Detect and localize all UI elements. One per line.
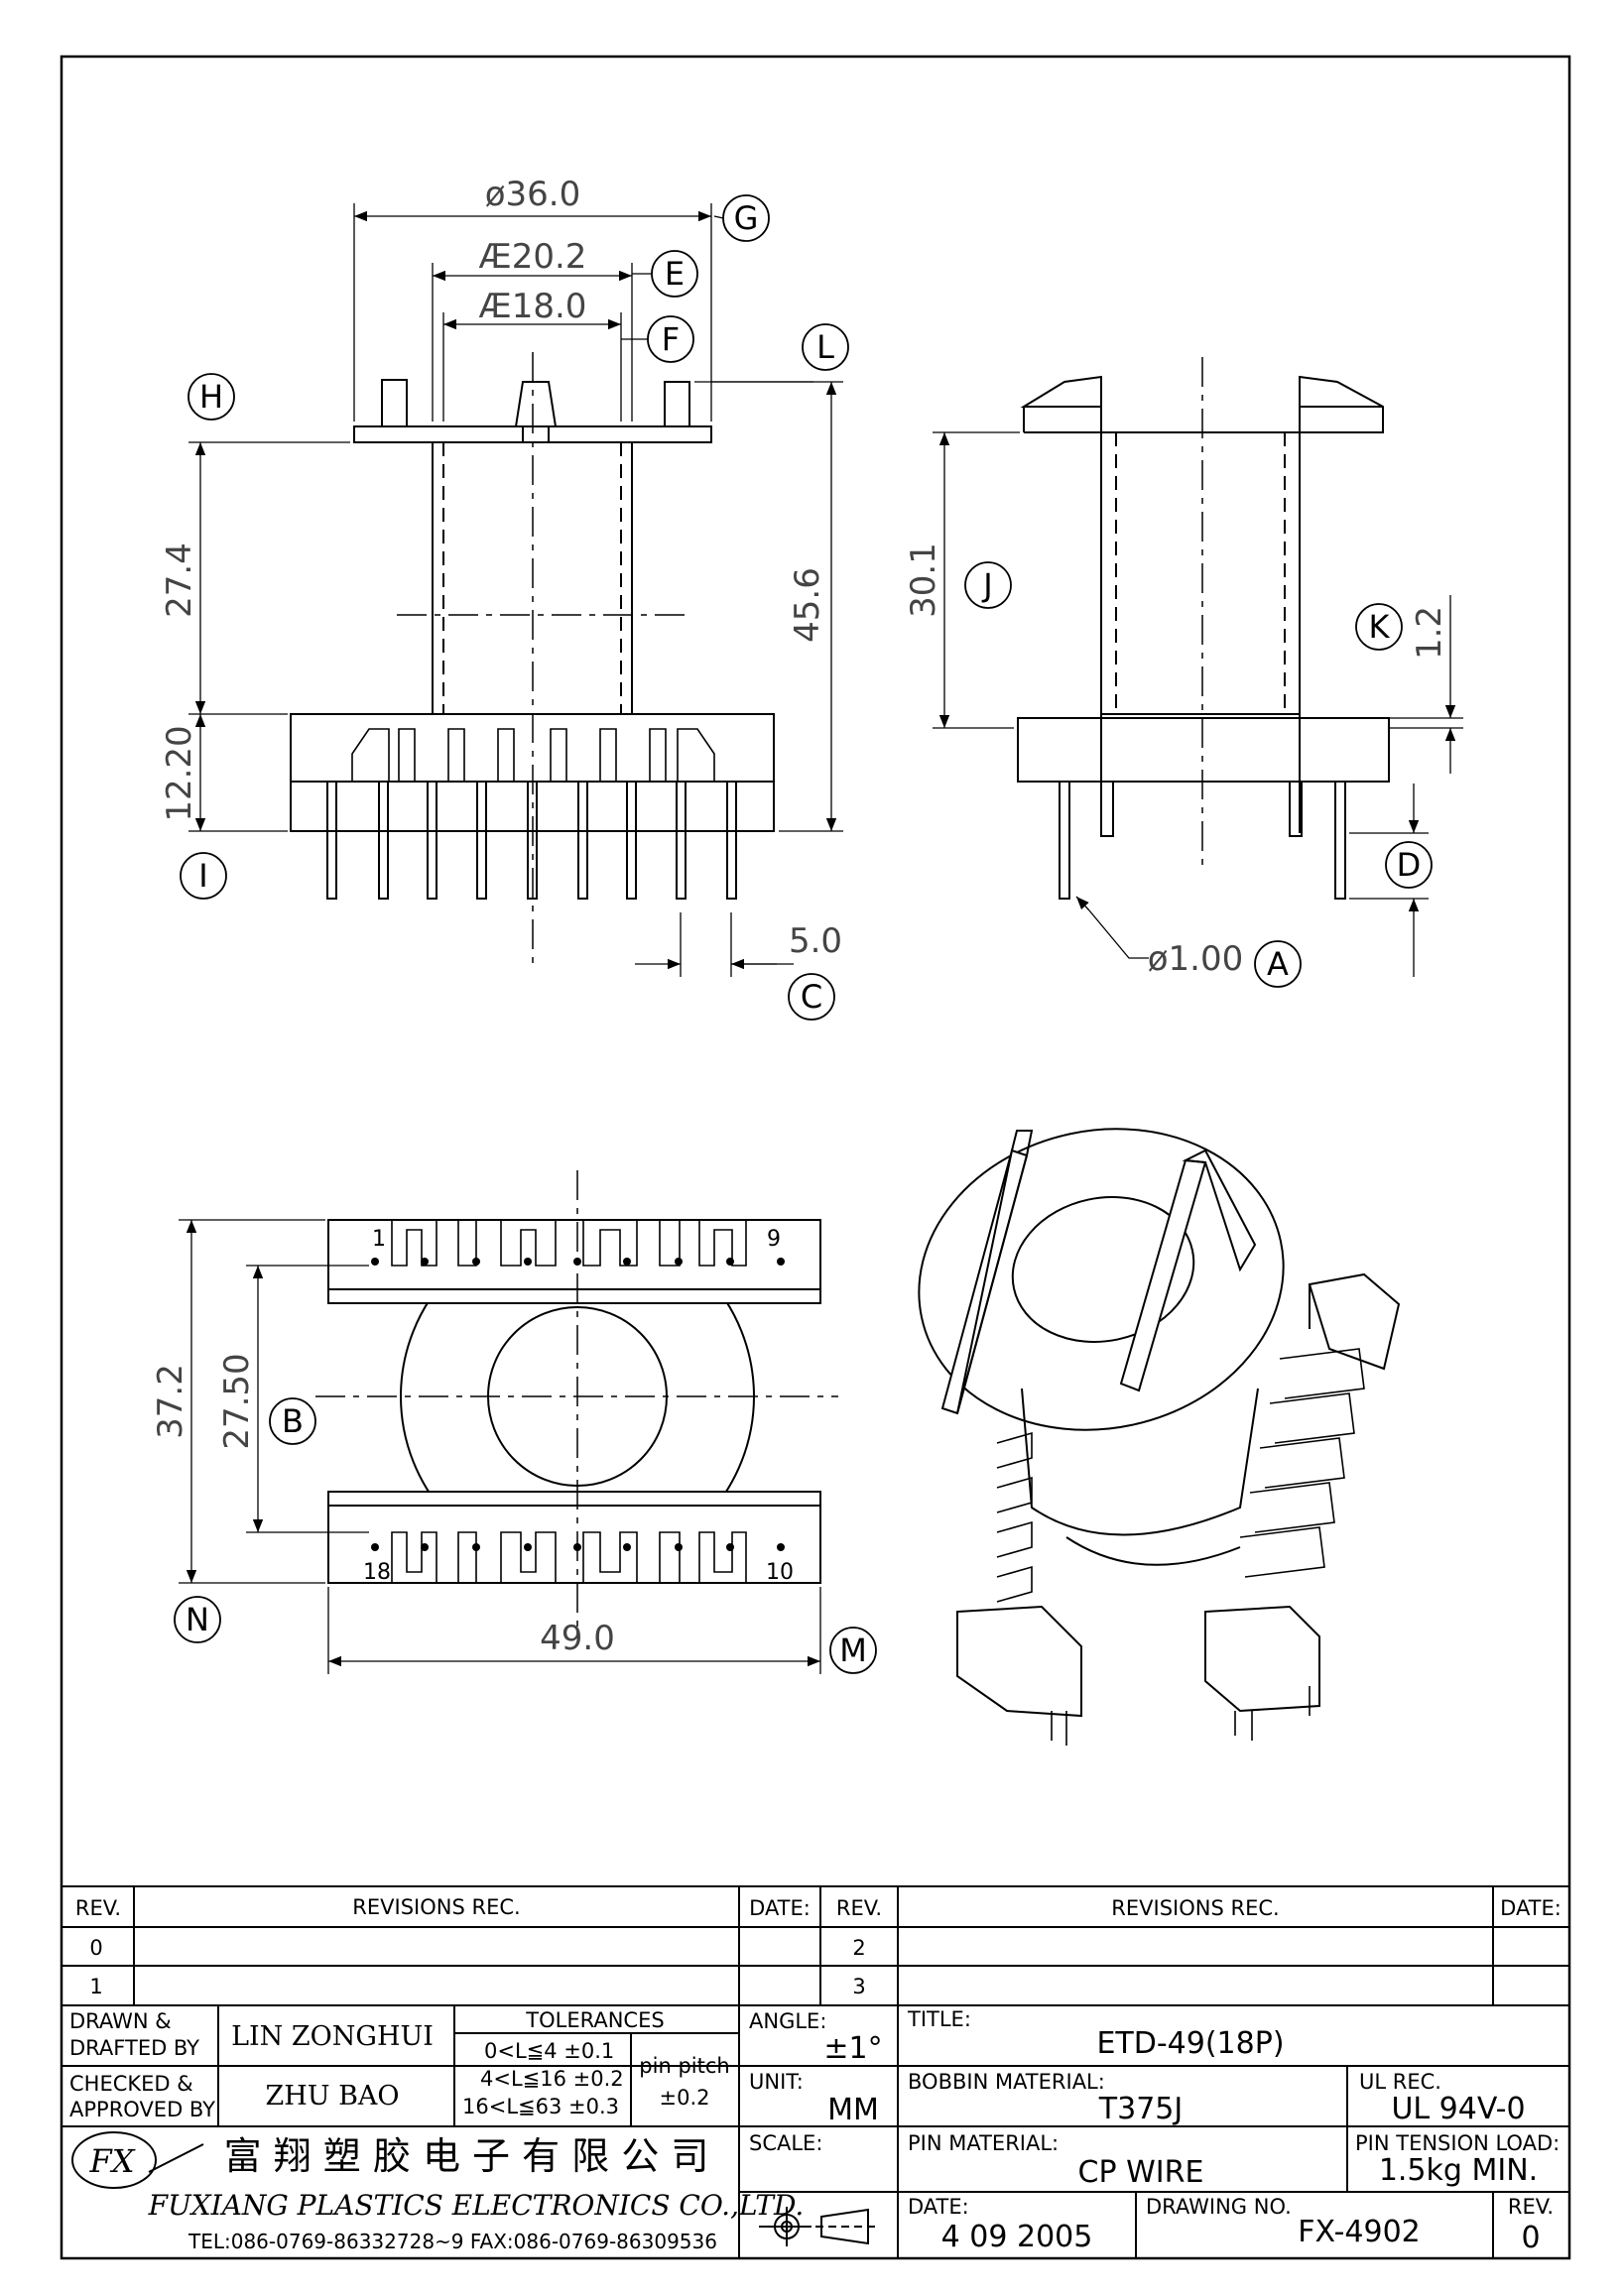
- callout-h: H: [199, 378, 223, 416]
- drawn-by-name: LIN ZONGHUI: [231, 2021, 434, 2052]
- dim-width-49-0: 49.0: [540, 1619, 615, 1658]
- callout-leaders: [621, 215, 813, 383]
- drawn-label-line1: DRAWN &: [69, 2009, 172, 2033]
- dim-pitch-5-0: 5.0: [789, 921, 842, 961]
- callouts: [174, 194, 1433, 1674]
- pin-pitch-value: ±0.2: [660, 2086, 710, 2110]
- title-value: ETD-49(18P): [1096, 2026, 1284, 2061]
- scale-label: SCALE:: [749, 2131, 822, 2155]
- pin-material-value: CP WIRE: [1078, 2155, 1204, 2190]
- ul-rec-value: UL 94V-0: [1391, 2092, 1525, 2126]
- pin-18-label: 18: [363, 1560, 391, 1585]
- dim-width-27-50: 27.50: [217, 1353, 257, 1449]
- callout-l: L: [816, 328, 834, 366]
- checked-by-name: ZHU BAO: [265, 2081, 399, 2112]
- checked-label-line2: APPROVED BY: [69, 2098, 215, 2121]
- bottom-dimensions: [179, 1219, 821, 1674]
- company-logo-fx: FX: [89, 2142, 136, 2180]
- tolerances-title: TOLERANCES: [525, 2008, 664, 2032]
- title-block: [62, 1885, 1569, 2258]
- unit-value: MM: [827, 2093, 879, 2127]
- revisions-header-right: REVISIONS REC.: [1111, 1896, 1279, 1920]
- front-dimensions: [188, 203, 843, 977]
- rev-row-2: 2: [852, 1936, 865, 1960]
- sheet-border: [60, 55, 1571, 2260]
- callout-e: E: [665, 255, 685, 293]
- rev-row-3: 3: [852, 1975, 865, 1998]
- checked-label-line1: CHECKED &: [69, 2072, 193, 2096]
- dim-width-37-2: 37.2: [151, 1364, 190, 1439]
- company-name-chinese: 富 翔 塑 胶 电 子 有 限 公 司: [224, 2134, 709, 2178]
- date-header-right: DATE:: [1500, 1896, 1562, 1920]
- dim-diameter-36: ø36.0: [485, 175, 581, 214]
- dimension-labels: ø36.0 Æ20.2 Æ18.0 27.4 12.20 45.6 5.0 30…: [151, 175, 1449, 1658]
- tolerance-row-1: 0<L≦4 ±0.1: [484, 2039, 614, 2063]
- callout-a: A: [1267, 945, 1289, 983]
- bobbin-material-label: BOBBIN MATERIAL:: [908, 2070, 1105, 2094]
- title-block-text: REV. REVISIONS REC. DATE: REV. REVISIONS…: [69, 1895, 1562, 2255]
- callout-c: C: [801, 978, 822, 1016]
- callout-m: M: [839, 1631, 867, 1669]
- callout-d: D: [1397, 846, 1422, 884]
- rev-value: 0: [1521, 2221, 1540, 2255]
- callout-f: F: [662, 320, 680, 358]
- pin-pitch-label: pin pitch: [639, 2054, 729, 2078]
- callout-b: B: [282, 1402, 304, 1440]
- bobbin-material-value: T375J: [1098, 2092, 1183, 2126]
- rev-row-0: 0: [89, 1936, 102, 1960]
- logo-letters: FX: [89, 2142, 136, 2180]
- date-value: 4 09 2005: [941, 2220, 1093, 2254]
- date-label: DATE:: [908, 2195, 969, 2219]
- pin-material-label: PIN MATERIAL:: [908, 2131, 1059, 2155]
- pin-tension-label: PIN TENSION LOAD:: [1355, 2131, 1560, 2155]
- dim-pin-diameter: ø1.00: [1148, 939, 1244, 979]
- revisions-header-left: REVISIONS REC.: [352, 1895, 520, 1919]
- dim-height-30-1: 30.1: [904, 543, 943, 618]
- rev-label: REV.: [1508, 2195, 1554, 2219]
- drawing-number-label: DRAWING NO.: [1146, 2195, 1292, 2219]
- dim-diameter-20: Æ20.2: [479, 237, 587, 277]
- rev-header-right: REV.: [836, 1896, 882, 1920]
- callout-letters: G E F L H I C J K D A B N M: [186, 199, 1421, 1669]
- rev-header-left: REV.: [75, 1896, 121, 1920]
- date-header-left: DATE:: [749, 1896, 811, 1920]
- dim-height-27-4: 27.4: [160, 543, 199, 618]
- callout-n: N: [186, 1601, 209, 1638]
- rev-row-1: 1: [89, 1975, 102, 1998]
- company-contact: TEL:086-0769-86332728~9 FAX:086-0769-863…: [187, 2230, 717, 2253]
- pin-tension-value: 1.5kg MIN.: [1379, 2153, 1538, 2188]
- pin-10-label: 10: [766, 1560, 794, 1585]
- dim-offset-1-2: 1.2: [1410, 606, 1449, 660]
- unit-label: UNIT:: [749, 2070, 804, 2094]
- tolerance-row-2: 4<L≦16 ±0.2: [480, 2067, 624, 2091]
- drawn-label-line2: DRAFTED BY: [69, 2036, 199, 2060]
- side-view: [1017, 357, 1390, 900]
- callout-i: I: [198, 857, 207, 895]
- pin-1-label: 1: [372, 1227, 386, 1252]
- drawing-number-value: FX-4902: [1298, 2215, 1421, 2249]
- ul-rec-label: UL REC.: [1359, 2070, 1441, 2094]
- dim-height-45-6: 45.6: [788, 567, 827, 643]
- front-view: [290, 352, 775, 967]
- callout-g: G: [734, 199, 759, 237]
- angle-label: ANGLE:: [749, 2009, 826, 2033]
- company-name-english: FUXIANG PLASTICS ELECTRONICS CO.,LTD.: [148, 2189, 805, 2222]
- isometric-view: [918, 1128, 1401, 1746]
- callout-k: K: [1369, 608, 1391, 646]
- callout-j: J: [981, 566, 992, 604]
- dim-diameter-18: Æ18.0: [479, 287, 587, 326]
- angle-value: ±1°: [823, 2031, 882, 2066]
- pin-9-label: 9: [767, 1227, 781, 1252]
- title-label: TITLE:: [907, 2007, 971, 2031]
- dim-height-12-20: 12.20: [160, 725, 199, 821]
- tolerance-row-3: 16<L≦63 ±0.3: [462, 2095, 619, 2118]
- side-dimensions: [933, 431, 1463, 977]
- bottom-view: [315, 1170, 838, 1627]
- pin-numbers: 1 9 18 10: [363, 1227, 794, 1585]
